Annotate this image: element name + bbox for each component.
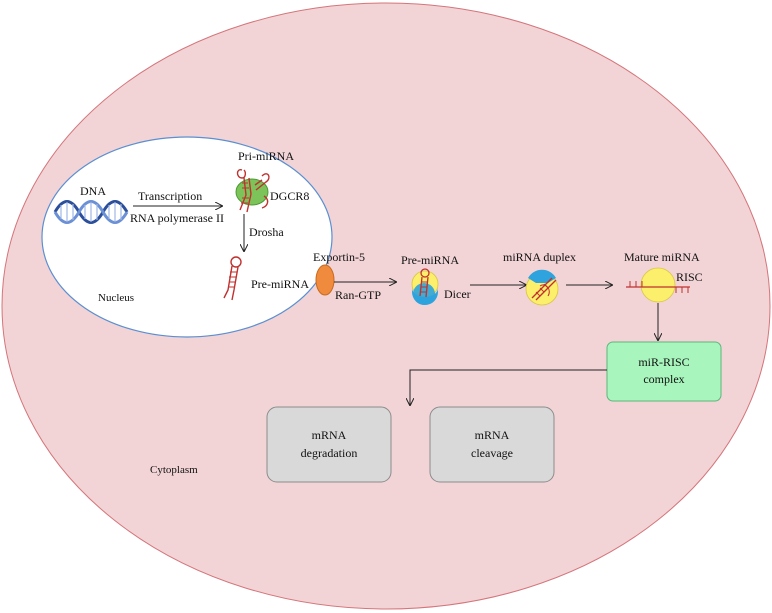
nucleus-label: Nucleus — [98, 292, 134, 304]
dicer-label: Dicer — [444, 287, 471, 301]
dna-label: DNA — [80, 184, 106, 198]
mrna-degradation-box — [266, 406, 392, 483]
mir-risc-label-1: miR-RISC — [638, 355, 689, 369]
pri-mirna-hairpin-icon — [236, 169, 270, 213]
mrna-cleavage-box — [429, 406, 555, 483]
exportin-5-label: Exportin-5 — [313, 250, 365, 264]
pre-mirna-nucleus-label: Pre-miRNA — [251, 277, 309, 291]
dicer-complex-icon — [411, 268, 439, 305]
mrna-degradation-label-2: degradation — [301, 446, 358, 460]
mature-mirna-label: Mature miRNA — [624, 250, 700, 264]
drosha-label: Drosha — [249, 225, 284, 239]
mirna-duplex-label: miRNA duplex — [503, 250, 576, 264]
pre-mirna-hairpin-icon — [223, 256, 242, 301]
mir-risc-complex-box — [606, 341, 722, 402]
rna-polymerase-label: RNA polymerase II — [130, 211, 224, 225]
ran-gtp-label: Ran-GTP — [335, 288, 381, 302]
mirna-duplex-icon — [525, 269, 559, 306]
cytoplasm-label: Cytoplasm — [150, 464, 198, 476]
pre-mirna-cyto-label: Pre-miRNA — [401, 253, 459, 267]
transcription-label: Transcription — [138, 189, 202, 203]
dna-helix-icon — [53, 200, 129, 224]
mrna-degradation-label-1: mRNA — [312, 428, 347, 442]
mrna-cleavage-label-1: mRNA — [475, 428, 510, 442]
outcome-connector-arrow — [410, 369, 607, 405]
mrna-cleavage-label-2: cleavage — [471, 446, 513, 460]
dgcr8-label: DGCR8 — [270, 189, 309, 203]
nucleus-ellipse — [41, 136, 333, 338]
risc-complex-icon — [626, 267, 690, 303]
pri-mirna-label: Pri-miRNA — [238, 149, 294, 163]
exportin-5-shape — [315, 264, 335, 296]
dgcr8-blob — [235, 178, 269, 206]
risc-label: RISC — [676, 270, 703, 284]
mir-risc-label-2: complex — [643, 372, 684, 386]
